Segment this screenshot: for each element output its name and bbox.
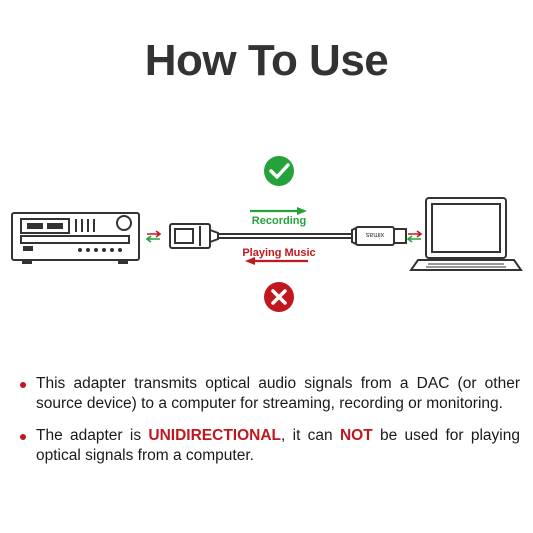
bullet-text-middle: , it can — [281, 427, 340, 444]
check-circle-icon — [264, 156, 294, 186]
not-highlight: NOT — [339, 427, 373, 444]
playing-music-arrow — [245, 257, 308, 265]
cable-brand-label: ximas — [365, 231, 384, 238]
audio-receiver — [11, 212, 140, 264]
usb-cable — [218, 226, 407, 246]
bullet-text: This adapter transmits optical audio sig… — [36, 375, 520, 412]
bullet-dot — [20, 434, 26, 440]
list-item: This adapter transmits optical audio sig… — [20, 374, 520, 414]
playing-music-label: Playing Music — [242, 247, 315, 259]
usage-diagram: ximas Recording Playing Music — [11, 156, 523, 312]
cross-circle-icon — [264, 282, 294, 312]
laptop — [409, 197, 523, 271]
bullet-text-suffix: be used for playing optical signals from… — [36, 427, 520, 464]
page-title: How To Use — [144, 36, 389, 85]
bullet-dot — [20, 382, 26, 388]
unidirectional-highlight: UNIDIRECTIONAL — [148, 427, 282, 444]
recording-label: Recording — [252, 215, 306, 227]
instruction-list: This adapter transmits optical audio sig… — [20, 374, 520, 478]
optical-adapter — [169, 223, 219, 249]
left-port-arrows — [145, 230, 162, 243]
right-port-arrows — [406, 230, 423, 243]
list-item: The adapter is UNIDIRECTIONAL, it can NO… — [20, 426, 520, 466]
bullet-text-prefix: The adapter is — [36, 427, 149, 444]
recording-arrow — [250, 207, 307, 215]
